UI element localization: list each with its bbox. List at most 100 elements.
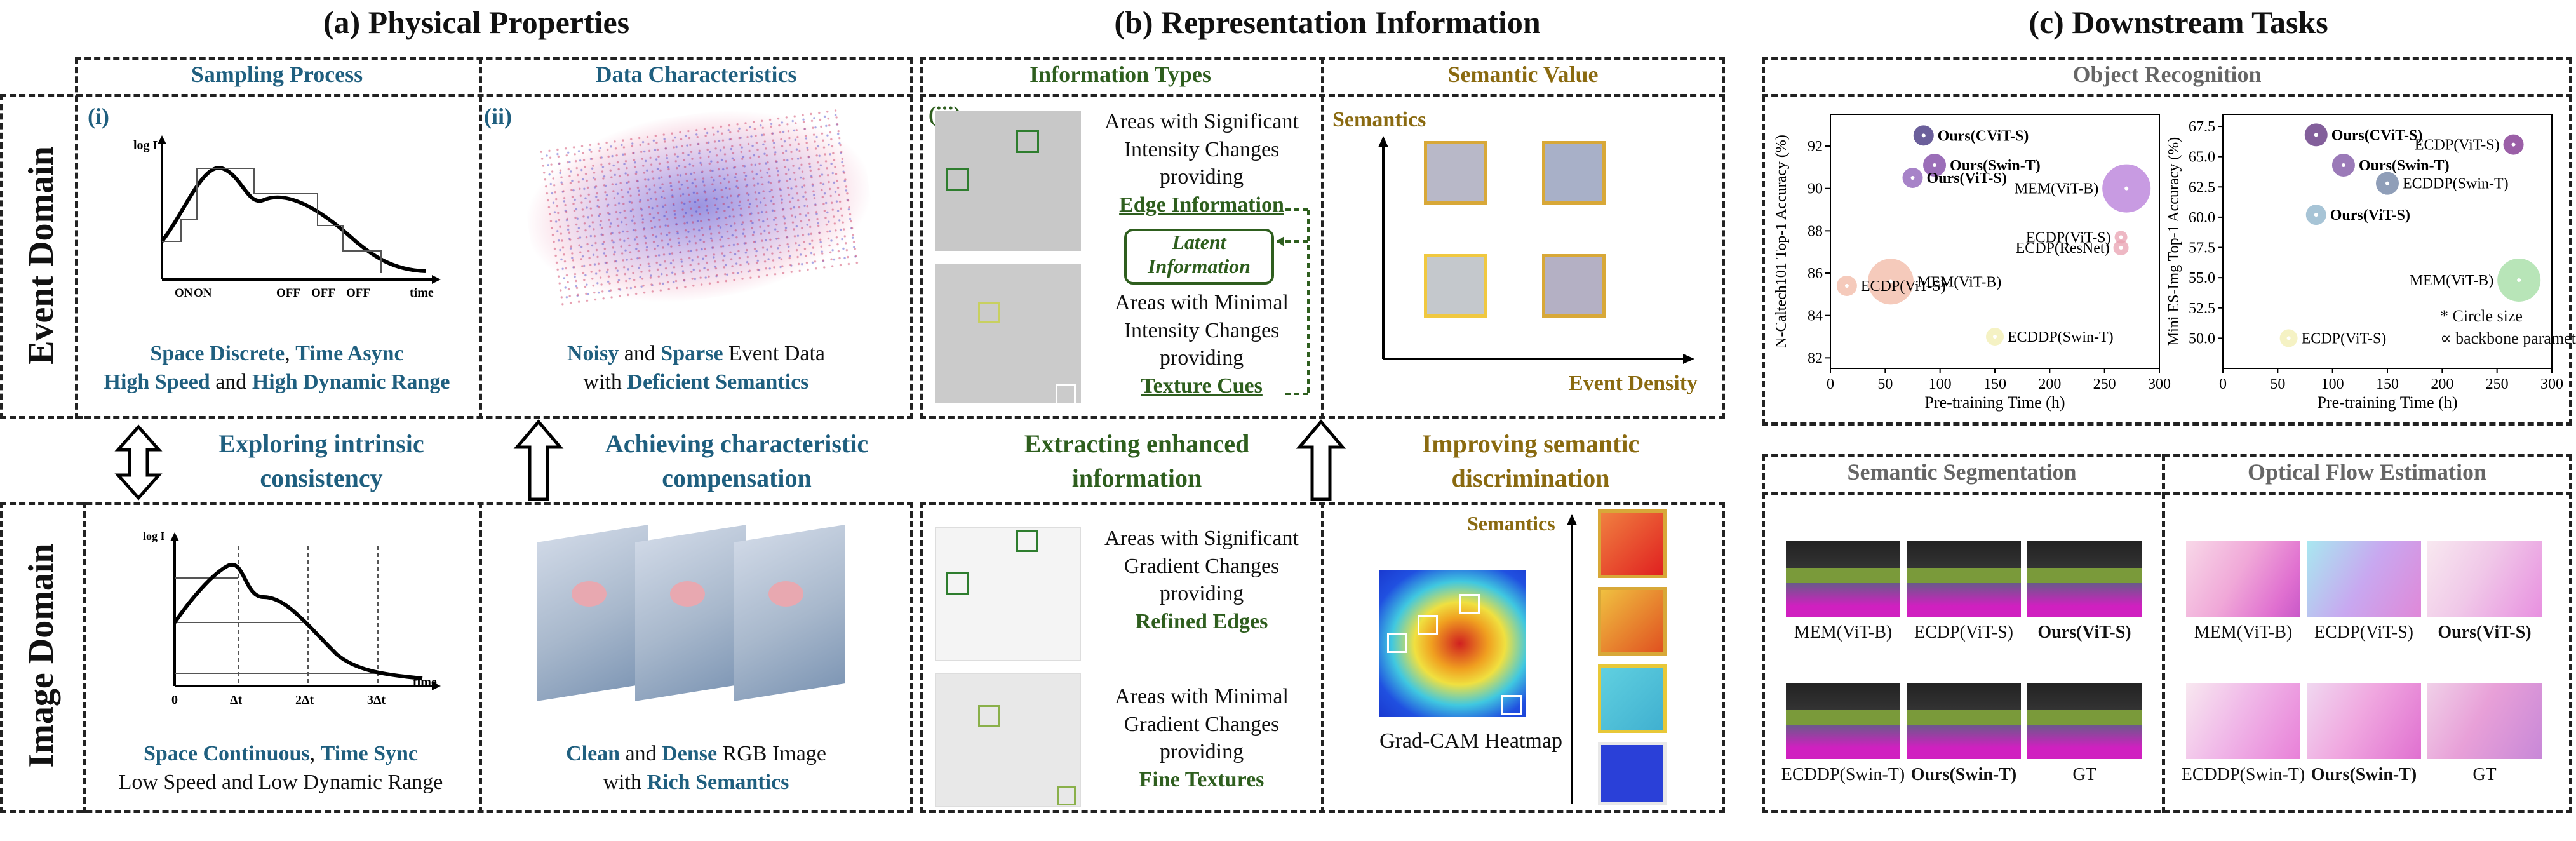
x-axis-label: Pre-training Time (h) xyxy=(2318,393,2458,412)
fine-textures: Fine Textures xyxy=(1139,767,1265,791)
event-data-text: Noisy and Sparse Event Data with Deficie… xyxy=(479,340,913,397)
event-frame-bottom xyxy=(935,264,1081,403)
tag-i: (i) xyxy=(88,104,109,129)
event-domain-box xyxy=(0,94,83,419)
latent-l1: Latent xyxy=(1172,231,1226,253)
x-axis-label: Pre-training Time (h) xyxy=(1925,393,2065,412)
up-arrow-b xyxy=(1296,419,1346,501)
axis-semantics: Semantics xyxy=(1332,108,1426,131)
point-label: ECDP(ViT-S) xyxy=(1861,278,1946,295)
gradcam-box-2 xyxy=(1418,615,1438,635)
rgb-frame-3 xyxy=(734,525,845,701)
x-tick-label: 300 xyxy=(2540,376,2563,393)
object-recognition-rule xyxy=(1762,94,2572,97)
event-tick-2: ON xyxy=(194,286,212,300)
y-tick-label: 57.5 xyxy=(2189,240,2215,257)
sep-2: and xyxy=(210,370,252,394)
segmentation-flow-divider xyxy=(2162,454,2165,813)
space-continuous: Space Continuous xyxy=(143,742,310,765)
point-label: Ours(Swin-T) xyxy=(1950,158,2041,174)
event-tick-5: OFF xyxy=(346,286,370,300)
point-label: Ours(ViT-S) xyxy=(2330,207,2410,224)
image-min-l1: Areas with Minimal xyxy=(1115,685,1289,708)
point-label: MEM(ViT-B) xyxy=(1917,274,2001,290)
y-tick-label: 55.0 xyxy=(2189,270,2215,286)
scatter-point-center xyxy=(1993,335,1997,339)
point-label: ECDP(ViT-S) xyxy=(2415,137,2500,154)
event-curve-ylabel: log I xyxy=(133,138,158,152)
x-tick-label: 250 xyxy=(2093,376,2116,393)
event-frame-bottom-zoom-1 xyxy=(978,302,1000,323)
semantic-patch-1 xyxy=(1424,141,1487,205)
y-tick-label: 88 xyxy=(1808,223,1823,239)
flow-thumb-2 xyxy=(2307,541,2421,617)
header-physical-properties: (a) Physical Properties xyxy=(323,4,630,40)
image-minimal-text: Areas with Minimal Gradient Changes prov… xyxy=(1087,683,1316,793)
flow-thumb-6 xyxy=(2427,683,2542,759)
object-recognition-box xyxy=(1762,57,2572,426)
flow-thumb-4 xyxy=(2186,683,2300,759)
achieving-l2: compensation xyxy=(662,464,812,492)
image-sampling-text: Space Continuous, Time Sync Low Speed an… xyxy=(83,740,479,797)
image-tick-1: Δt xyxy=(230,693,243,707)
seg-thumb-2 xyxy=(1907,541,2021,617)
semantic-density-axes xyxy=(1378,136,1694,364)
deficient-semantics: Deficient Semantics xyxy=(627,370,809,394)
with-1: with xyxy=(583,370,627,394)
x-tick-label: 50 xyxy=(2270,376,2285,393)
point-label: ECDP(ViT-S) xyxy=(2026,229,2111,246)
flow-caption-3: Ours(ViT-S) xyxy=(2438,622,2532,642)
y-tick-label: 62.5 xyxy=(2189,179,2215,196)
flow-caption-2: ECDP(ViT-S) xyxy=(2314,622,2413,642)
event-frame-top xyxy=(935,111,1081,251)
x-tick-label: 200 xyxy=(2038,376,2061,393)
sep-1: , xyxy=(285,342,296,365)
semantics-label-bottom: Semantics xyxy=(1467,512,1555,535)
event-frame-bottom-zoom-2 xyxy=(1056,384,1076,405)
event-significant-text: Areas with Significant Intensity Changes… xyxy=(1087,108,1316,219)
up-arrow-a xyxy=(513,419,564,501)
flow-caption-1: MEM(ViT-B) xyxy=(2194,622,2293,642)
clean: Clean xyxy=(566,742,621,765)
x-tick-label: 150 xyxy=(1983,376,2006,393)
scatter-point-center xyxy=(2124,186,2129,191)
event-minimal-text: Areas with Minimal Intensity Changes pro… xyxy=(1087,289,1316,400)
event-min-l1: Areas with Minimal xyxy=(1115,291,1289,314)
tag-ii: (ii) xyxy=(484,104,512,129)
scatter-point-center xyxy=(1888,279,1893,284)
event-frame-top-zoom-1 xyxy=(1016,130,1039,153)
scatter-point-center xyxy=(2511,142,2516,147)
seg-thumb-3 xyxy=(2027,541,2142,617)
semantic-patch-2 xyxy=(1542,141,1606,205)
sparse: Sparse xyxy=(661,342,723,365)
with-2: with xyxy=(603,770,647,794)
gradcam-box-3 xyxy=(1387,633,1407,653)
exploring-l1: Exploring intrinsic xyxy=(218,429,424,458)
image-domain-label: Image Domain xyxy=(22,543,61,768)
flow-caption-6: GT xyxy=(2472,765,2497,784)
image-significant-text: Areas with Significant Gradient Changes … xyxy=(1087,525,1316,635)
sep-3: and xyxy=(619,342,661,365)
seg-caption-5: Ours(Swin-T) xyxy=(1910,765,2017,784)
scatter-point-center xyxy=(2517,278,2521,282)
semantic-crop-1 xyxy=(1598,509,1667,578)
improving-l2: discrimination xyxy=(1451,464,1610,492)
y-axis-label: N-Caltech101 Top-1 Accuracy (%) xyxy=(1773,135,1790,348)
semantic-crop-4 xyxy=(1598,742,1667,805)
panel-a-top-rule xyxy=(0,94,913,97)
header-representation-information: (b) Representation Information xyxy=(1114,4,1541,40)
image-curve-ylabel: log I xyxy=(143,530,165,542)
latent-information-box xyxy=(1124,229,1274,285)
point-label: Ours(CViT-S) xyxy=(1938,128,2029,144)
semantic-crop-2 xyxy=(1598,587,1667,656)
scatter-point-center xyxy=(2385,181,2389,185)
low-speed: Low Speed and Low Dynamic Range xyxy=(118,770,443,794)
panel-b-bottom-divider xyxy=(1321,502,1324,813)
panel-a-top-box xyxy=(75,57,913,419)
scatter-point-center xyxy=(2119,235,2123,239)
data-characteristics-title: Data Characteristics xyxy=(595,62,797,87)
x-tick-label: 300 xyxy=(2148,376,2171,393)
image-data-rest: RGB Image xyxy=(717,742,826,765)
image-sampling-curve: log I time 0 Δt 2Δt 3Δt xyxy=(143,530,441,707)
